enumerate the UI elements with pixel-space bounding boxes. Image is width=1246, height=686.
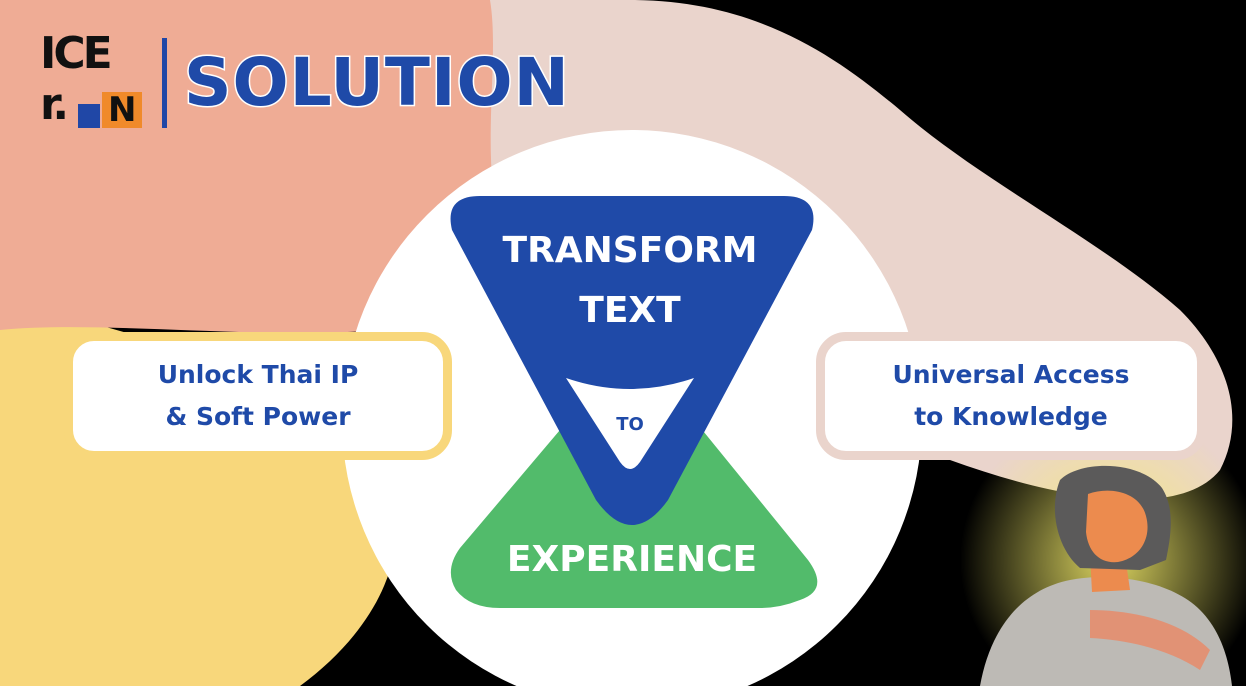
person-face <box>1086 490 1148 563</box>
text-label: TEXT <box>579 290 681 331</box>
logo-orange-block <box>102 92 142 128</box>
to-label: TO <box>616 414 644 435</box>
transform-label: TRANSFORM <box>502 230 758 271</box>
arrow-down-icon <box>566 378 694 469</box>
header-divider <box>162 38 167 128</box>
logo-blue-block <box>78 104 100 128</box>
experience-label: EXPERIENCE <box>506 539 758 580</box>
salmon-blob <box>0 0 502 333</box>
logo-text-n: N <box>108 90 137 130</box>
transform-triangle <box>450 196 814 525</box>
brand-logo: ICE r. N <box>40 32 144 130</box>
benefit-box-right: Universal Access to Knowledge <box>816 332 1206 460</box>
benefit-right-line1: Universal Access <box>892 360 1130 389</box>
benefit-left-line2: & Soft Power <box>165 402 351 431</box>
benefit-left-line1: Unlock Thai IP <box>157 360 359 389</box>
benefit-right-line2: to Knowledge <box>914 402 1108 431</box>
person-arm <box>1090 610 1210 670</box>
person-illustration <box>980 465 1232 686</box>
benefit-box-left: Unlock Thai IP & Soft Power <box>64 332 452 460</box>
page-title: SOLUTION <box>183 43 571 123</box>
logo-text-top: ICE <box>40 28 113 79</box>
logo-text-bottom: r. <box>40 79 69 130</box>
